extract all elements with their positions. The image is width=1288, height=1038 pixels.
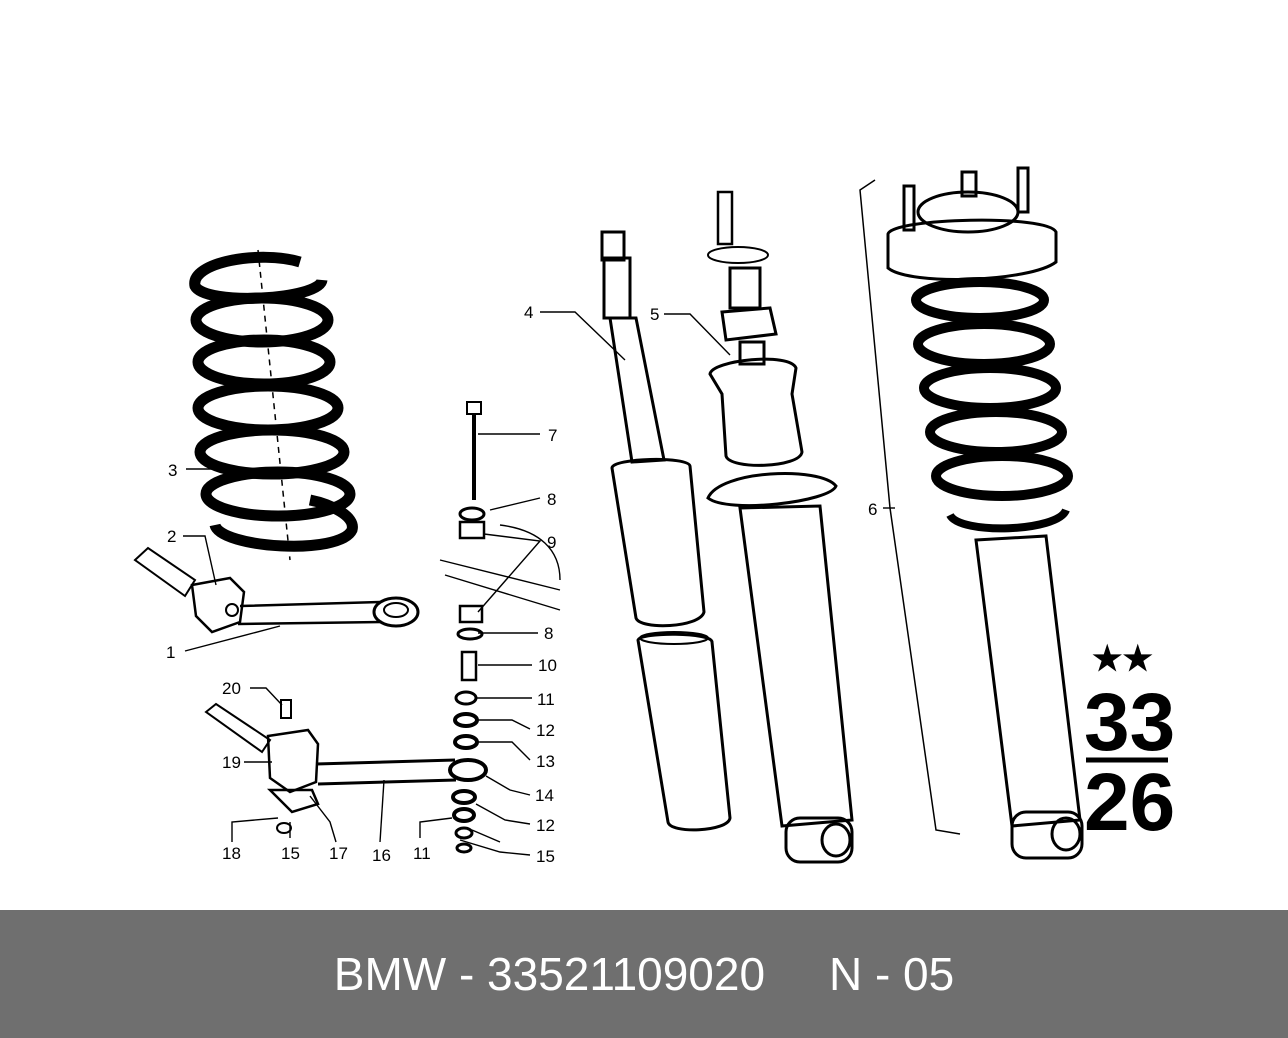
callout-3: 3	[168, 461, 177, 480]
lower-stabilizer-link-illustration	[204, 699, 457, 834]
callout-16: 16	[372, 846, 391, 865]
shock-absorber-illustration	[600, 230, 732, 832]
callout-2: 2	[167, 527, 176, 546]
callout-11-upper: 11	[537, 690, 555, 709]
callout-15-left: 15	[281, 844, 300, 863]
part-number-banner: BMW - 33521109020 N - 05	[0, 910, 1288, 1038]
bushing-stack-illustration	[439, 401, 561, 854]
callout-20: 20	[222, 679, 241, 698]
callout-labels: 1 2 3 4 5 6 7 8 9 8 10 11 12 13 14 12 15…	[166, 303, 877, 866]
callout-19: 19	[222, 753, 241, 772]
group-mark: ★★ 33 26	[1084, 640, 1175, 848]
callout-15-right: 15	[536, 847, 555, 866]
callout-9: 9	[547, 533, 556, 552]
callout-13: 13	[536, 752, 555, 771]
strut-assembly-illustration	[859, 166, 1084, 860]
damper-insert-illustration	[706, 190, 854, 864]
callout-8-upper: 8	[547, 490, 556, 509]
callout-10: 10	[538, 656, 557, 675]
callout-12-lower: 12	[536, 816, 555, 835]
callout-6: 6	[868, 500, 877, 519]
callout-12-upper: 12	[536, 721, 555, 740]
callout-4: 4	[524, 303, 533, 322]
upper-stabilizer-link-illustration	[133, 546, 420, 634]
group-number-bottom: 26	[1084, 757, 1175, 848]
group-stars: ★★	[1092, 640, 1153, 678]
part-number-text: BMW - 33521109020 N - 05	[333, 948, 955, 1000]
coil-spring-illustration	[189, 249, 358, 561]
callout-18: 18	[222, 844, 241, 863]
parts-diagram: 1 2 3 4 5 6 7 8 9 8 10 11 12 13 14 12 15…	[133, 166, 1175, 866]
callout-5: 5	[650, 305, 659, 324]
callout-17: 17	[329, 844, 348, 863]
callout-8-lower: 8	[544, 624, 553, 643]
group-number-top: 33	[1084, 677, 1175, 768]
callout-1: 1	[166, 643, 175, 662]
callout-11-lower: 11	[413, 844, 431, 863]
callout-7: 7	[548, 426, 557, 445]
leader-lines	[183, 311, 895, 856]
callout-14: 14	[535, 786, 554, 805]
